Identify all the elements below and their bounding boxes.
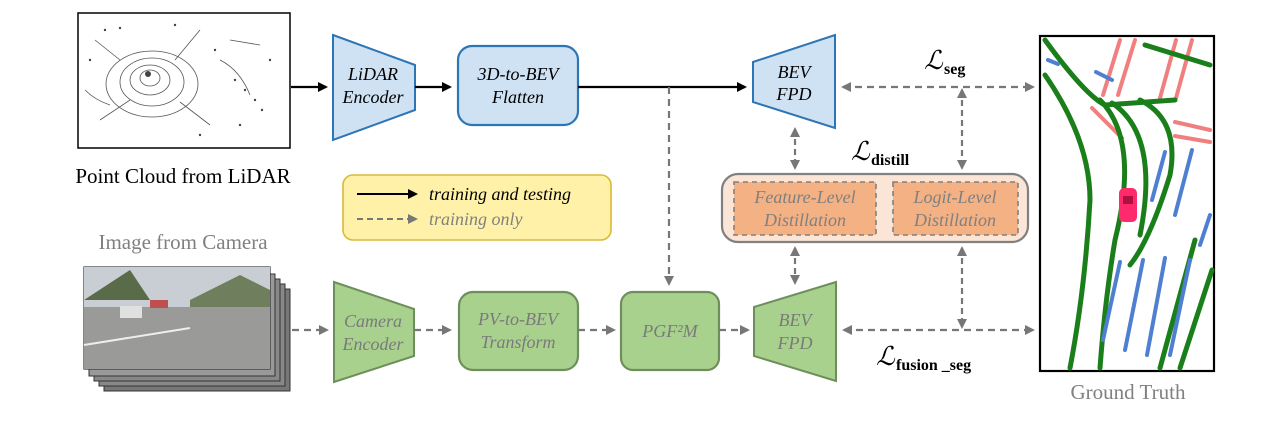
car-icon [1119, 188, 1137, 222]
legend-dashed-label: training only [429, 209, 523, 229]
lidar-caption: Point Cloud from LiDAR [75, 164, 290, 188]
logit-distill-line1: Logit-Level [913, 187, 997, 207]
feature-distill-line1: Feature-Level [753, 187, 855, 207]
bev-fpd-top-block: BEV FPD [752, 33, 836, 130]
pv-to-bev-block: PV-to-BEV Transform [457, 290, 580, 372]
pgf2m-label: PGF²M [641, 321, 698, 341]
camera-image-stack [83, 266, 291, 392]
bev-fpd-top-line2: FPD [776, 84, 812, 104]
camera-caption: Image from Camera [98, 230, 268, 254]
lidar-point-cloud-image [77, 12, 291, 149]
loss-distill-sub: distill [871, 152, 910, 169]
loss-fusion-seg-symbol: ℒ [876, 342, 896, 371]
loss-seg-sub: seg [944, 61, 965, 78]
lidar-encoder-line1: LiDAR [347, 64, 398, 84]
camera-encoder-line1: Camera [344, 311, 402, 331]
flatten-line2: Flatten [491, 87, 544, 107]
pv-to-bev-line2: Transform [480, 332, 555, 352]
bev-fpd-bottom-line2: FPD [777, 333, 813, 353]
pv-to-bev-line1: PV-to-BEV [477, 309, 560, 329]
loss-fusion-seg-sub: fusion _seg [896, 357, 971, 374]
loss-seg-label: ℒ seg [924, 46, 965, 78]
legend: training and testing training only [342, 174, 612, 241]
loss-distill-symbol: ℒ [851, 137, 871, 166]
flatten-line1: 3D-to-BEV [477, 64, 561, 84]
lidar-encoder-block: LiDAR Encoder [332, 33, 416, 142]
distillation-module: Feature-Level Distillation Logit-Level D… [720, 172, 1030, 244]
pgf2m-block: PGF²M [619, 290, 721, 372]
bev-fpd-bottom-block: BEV FPD [753, 280, 837, 383]
loss-distill-label: ℒ distill [851, 137, 910, 169]
legend-solid-label: training and testing [429, 184, 571, 204]
loss-fusion-seg-label: ℒ fusion _seg [876, 342, 971, 374]
bev-fpd-top-line1: BEV [778, 62, 813, 82]
feature-distill-line2: Distillation [763, 210, 846, 230]
flatten-block: 3D-to-BEV Flatten [456, 44, 580, 127]
ground-truth-map [1038, 34, 1216, 373]
bev-fpd-bottom-line1: BEV [779, 310, 814, 330]
lidar-encoder-line2: Encoder [342, 87, 405, 107]
loss-seg-symbol: ℒ [924, 46, 944, 75]
logit-distill-line2: Distillation [913, 210, 996, 230]
camera-encoder-block: Camera Encoder [333, 280, 415, 384]
camera-encoder-line2: Encoder [342, 334, 405, 354]
ground-truth-caption: Ground Truth [1071, 380, 1186, 404]
